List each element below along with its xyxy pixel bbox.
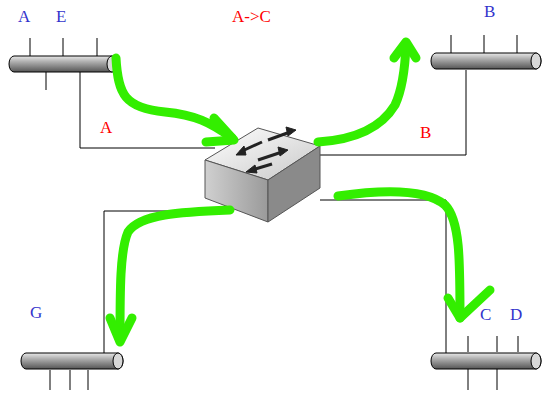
host-label: A bbox=[18, 8, 30, 25]
link-wires bbox=[80, 70, 466, 362]
host-label: G bbox=[30, 304, 42, 321]
ethernet-segments bbox=[9, 35, 541, 390]
host-label: B bbox=[484, 3, 495, 20]
link-label: B bbox=[420, 124, 431, 141]
host-label: C bbox=[480, 306, 491, 323]
link-label: A bbox=[100, 119, 112, 136]
link-label: A->C bbox=[232, 8, 271, 25]
flow-arrows bbox=[110, 42, 490, 342]
host-label: D bbox=[510, 306, 522, 323]
host-label: E bbox=[56, 8, 66, 25]
